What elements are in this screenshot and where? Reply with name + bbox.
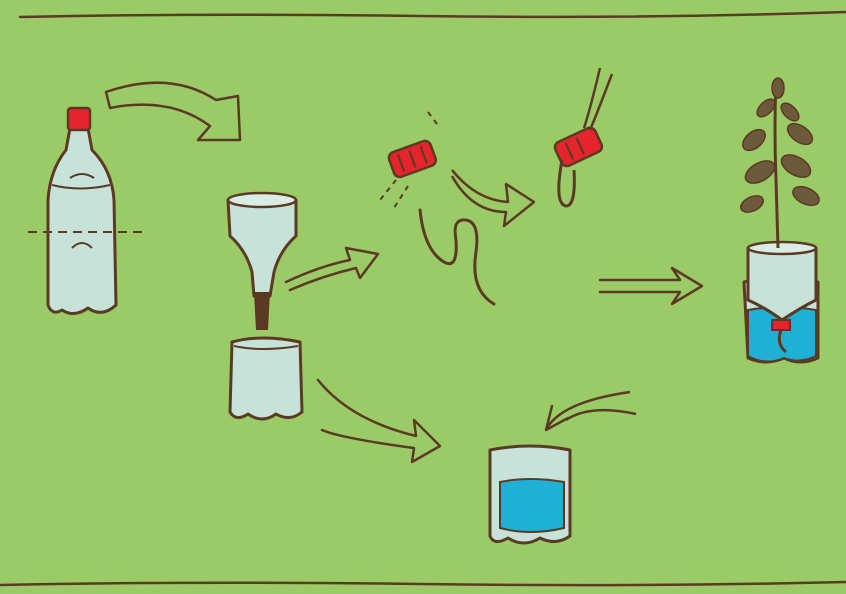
diy-self-watering-planter-diagram [0,0,846,594]
background [0,0,846,594]
diagram-canvas [0,0,846,594]
